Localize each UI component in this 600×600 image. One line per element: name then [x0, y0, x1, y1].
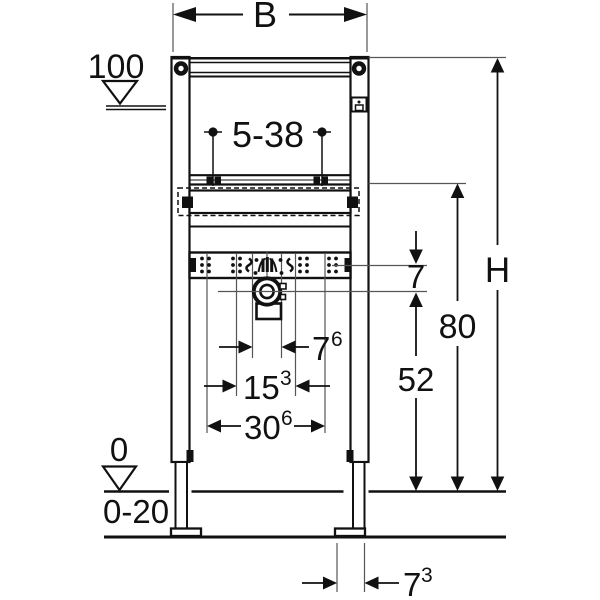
- dim-fixing-spacing: 15 3: [204, 367, 330, 406]
- arrowhead-down: [409, 476, 423, 491]
- arrowhead-down: [450, 476, 465, 491]
- mounting-rail: [188, 251, 352, 280]
- legs: [169, 450, 367, 538]
- hole-cluster: [200, 256, 211, 274]
- support-bar-assembly: [177, 187, 360, 228]
- arrowhead-left: [173, 7, 196, 22]
- slot-curve: [286, 257, 294, 273]
- dim-rail-offset: 7: [407, 231, 425, 307]
- datum-triangle-icon: [100, 465, 139, 492]
- leg-clamp-right: [346, 450, 354, 462]
- fixing-point-left-icon: [208, 127, 218, 137]
- arrowhead: [311, 419, 325, 433]
- drain-clamp: [279, 282, 287, 290]
- arrowhead-down: [490, 476, 505, 491]
- drain-assembly: [218, 264, 427, 321]
- foot-plate-right: [333, 527, 367, 538]
- dim-foot-offset-sup: 3: [421, 564, 433, 587]
- dim-drain-center-width: 7 6: [219, 328, 343, 367]
- rail-clip-right: [313, 176, 320, 184]
- slot-curve: [245, 257, 253, 273]
- dim-fixing-outer-spacing: 30 6: [207, 407, 325, 446]
- center-ornament: [253, 257, 284, 275]
- leg-clamp-left: [186, 450, 194, 462]
- dim-drain-height-label: 52: [398, 361, 435, 398]
- rail-notch-left: [190, 258, 196, 272]
- dim-drain-height: 52: [398, 307, 435, 491]
- upper-fixing-rail: [189, 174, 466, 186]
- arrowhead-down: [409, 249, 423, 264]
- support-bar-end-fixing-right: [347, 196, 358, 208]
- right-rail: [349, 55, 370, 464]
- support-bar: [188, 189, 352, 215]
- dim-drain-width-sup: 6: [331, 328, 343, 351]
- foot-plate-left: [169, 527, 203, 538]
- rail-clip-left: [206, 176, 213, 184]
- dim-total-height: H: [368, 56, 510, 491]
- dim-drain-width-label: 7: [312, 330, 330, 367]
- floor-levels: 0 0-20: [100, 431, 506, 539]
- rail-bracket-slot: [354, 104, 364, 112]
- left-rail: [170, 55, 191, 464]
- dim-support-height: 80: [439, 183, 477, 491]
- datum-meter-mark: 100: [88, 48, 166, 111]
- arrowhead-up: [450, 183, 465, 198]
- arrowhead: [281, 340, 296, 354]
- mounting-rail-body: [188, 251, 352, 280]
- dim-frame-width-label: B: [253, 0, 277, 35]
- arrowhead-up: [490, 58, 505, 73]
- arrowhead: [238, 340, 253, 354]
- datum-triangle-icon: [100, 79, 140, 106]
- corner-screw-right-center: [356, 65, 362, 72]
- drain-clamp: [279, 293, 287, 301]
- support-bar-dashed-outline: [177, 187, 360, 217]
- hole-cluster: [231, 256, 242, 274]
- dim-total-height-label: H: [485, 251, 510, 290]
- dim-foot-offset: 7 3: [302, 543, 433, 600]
- dim-fixing-spacing-sup: 3: [280, 367, 292, 390]
- dim-fixing-spacing-label: 15: [243, 369, 280, 406]
- arrowhead-right: [344, 7, 367, 22]
- datum-100-label: 100: [88, 48, 145, 86]
- hole-cluster: [298, 256, 309, 274]
- arrowhead: [207, 419, 221, 433]
- rail-clip-right: [321, 176, 328, 184]
- dim-faucet-range-label: 5-38: [232, 114, 304, 155]
- support-bar-end-fixing-left: [182, 196, 193, 208]
- datum-0-label: 0: [110, 431, 128, 468]
- dim-floor-range-label: 0-20: [103, 493, 169, 530]
- leg-left: [174, 461, 188, 530]
- leg-right: [352, 461, 366, 530]
- arrowhead: [323, 576, 337, 590]
- dim-rail-offset-label: 7: [407, 258, 425, 295]
- dim-frame-width: B: [172, 0, 368, 52]
- dim-support-height-label: 80: [439, 308, 477, 346]
- arrowhead: [295, 379, 310, 393]
- corner-screw-left-center: [178, 65, 184, 72]
- arrowhead: [364, 576, 379, 590]
- dim-outer-spacing-label: 30: [244, 409, 281, 446]
- rail-bracket-dot: [357, 100, 361, 104]
- dim-outer-spacing-sup: 6: [281, 407, 293, 430]
- dim-foot-offset-label: 7: [403, 566, 421, 600]
- arrowhead-up: [409, 292, 423, 307]
- arrowhead: [222, 379, 237, 393]
- rail-clip-left: [214, 176, 221, 184]
- fixing-point-right-icon: [317, 127, 327, 137]
